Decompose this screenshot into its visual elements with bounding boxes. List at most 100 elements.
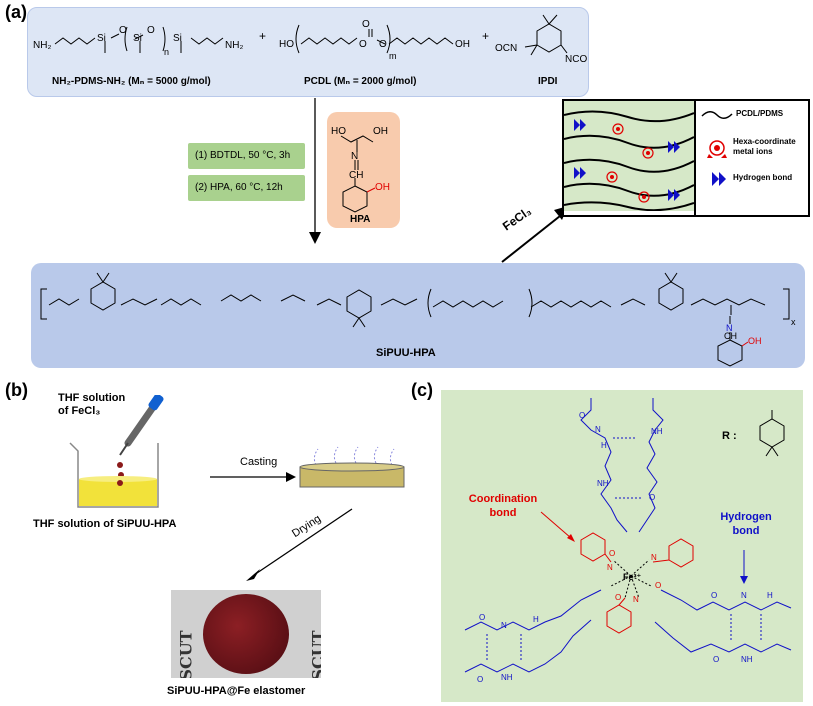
o-2: O xyxy=(147,25,155,36)
svg-text:O: O xyxy=(711,591,717,600)
nh2-right: NH₂ xyxy=(225,40,243,51)
product-oh: OH xyxy=(748,336,762,346)
r-group-structure xyxy=(759,410,785,457)
r-label: R : xyxy=(722,430,737,442)
pcdl-structure xyxy=(295,24,454,54)
legend-metal-ions: Hexa-coordinate metal ions xyxy=(733,137,796,156)
hpa-ch: CH xyxy=(349,170,363,181)
si-3: Si xyxy=(173,33,182,44)
svg-text:H: H xyxy=(601,441,607,450)
svg-text:N: N xyxy=(741,591,747,600)
pcdl-label: PCDL (Mₙ = 2000 g/mol) xyxy=(304,76,417,87)
plus-2: + xyxy=(482,29,489,43)
svg-text:O: O xyxy=(477,675,483,684)
ho-pcdl: HO xyxy=(279,39,294,50)
si-2: Si xyxy=(133,33,142,44)
svg-text:N: N xyxy=(633,595,639,604)
condition-step-1: (1) BDTDL, 50 °C, 3h xyxy=(195,150,291,161)
hydrogen-bond-label: Hydrogen bond xyxy=(720,511,772,537)
product-ch: CH xyxy=(724,331,737,341)
plus-1: + xyxy=(259,29,266,43)
product-n: N xyxy=(726,323,733,333)
panel-b-label: (b) xyxy=(5,380,28,400)
svg-text:N: N xyxy=(501,621,507,630)
network-divider xyxy=(694,99,696,217)
dropper-icon xyxy=(119,395,164,456)
coordination-bond-label: Coordination bond xyxy=(468,493,538,519)
thf-fecl3-label: THF solution of FeCl₃ xyxy=(58,392,126,417)
svg-text:N: N xyxy=(651,553,657,562)
product-label: SiPUU-HPA xyxy=(376,347,436,359)
elastomer-label: SiPUU-HPA@Fe elastomer xyxy=(167,685,306,697)
svg-text:N: N xyxy=(595,425,601,434)
fe-ion: Fe³⁺ xyxy=(623,572,642,582)
nco: NCO xyxy=(565,54,587,65)
beaker-illustration xyxy=(69,395,164,508)
nh2-left: NH₂ xyxy=(33,40,51,51)
svg-text:NH: NH xyxy=(597,479,609,488)
hpa-n: N xyxy=(351,151,358,162)
svg-text:O: O xyxy=(609,549,615,558)
svg-text:NH: NH xyxy=(501,673,513,682)
svg-text:NH: NH xyxy=(651,427,663,436)
panel-c-label: (c) xyxy=(411,380,433,400)
pdms-label: NH₂-PDMS-NH₂ (Mₙ = 5000 g/mol) xyxy=(52,76,211,87)
legend-pcdl-icon xyxy=(701,111,733,119)
product-structure: x xyxy=(40,272,796,328)
panel-a-label: (a) xyxy=(5,2,27,22)
svg-text:H: H xyxy=(533,615,539,624)
panel-c-box xyxy=(441,390,803,702)
hpa-structure: HO OH N CH OH HPA xyxy=(331,126,390,225)
reactants-structures: NH₂ Si O Si O n Si NH₂ + HO O O O m OH +… xyxy=(33,14,587,65)
hpa-oh: OH xyxy=(373,126,388,137)
ipdi-label: IPDI xyxy=(538,76,558,87)
o-ester-1: O xyxy=(359,39,367,50)
condition-step-2: (2) HPA, 60 °C, 12h xyxy=(195,182,283,193)
svg-text:O: O xyxy=(649,493,655,502)
svg-text:O: O xyxy=(579,411,585,420)
network-diagram xyxy=(564,101,694,211)
pdms-structure xyxy=(54,26,224,53)
scut-text-1: SCUT xyxy=(176,630,196,678)
legend-hbond-icon xyxy=(712,172,726,186)
hpa-ho: HO xyxy=(331,126,346,137)
conditions-box-2 xyxy=(188,175,305,201)
hpa-box xyxy=(327,112,400,228)
svg-text:O: O xyxy=(655,581,661,590)
svg-text:O: O xyxy=(615,593,621,602)
casting-arrow xyxy=(210,472,296,482)
drying-arrow xyxy=(246,508,353,581)
svg-text:H: H xyxy=(767,591,773,600)
elastomer-disk xyxy=(203,594,289,674)
ocn: OCN xyxy=(495,43,517,54)
legend-pcdl-pdms: PCDL/PDMS xyxy=(736,109,784,118)
oh-pcdl: OH xyxy=(455,39,470,50)
m-sub: m xyxy=(389,51,397,61)
reaction-arrow xyxy=(309,98,321,244)
svg-text:N: N xyxy=(607,563,613,572)
o-carbonyl: O xyxy=(362,19,370,30)
elastomer-photo: SCUT SCUT xyxy=(171,590,321,678)
product-pendant: N CH OH xyxy=(717,316,762,367)
legend-metal-icon xyxy=(707,140,727,158)
svg-text:O: O xyxy=(713,655,719,664)
scut-text-2: SCUT xyxy=(308,630,321,678)
reactants-box xyxy=(27,7,589,97)
ipdi-structure xyxy=(524,14,568,56)
petri-dish xyxy=(299,446,405,488)
n-sub: n xyxy=(164,47,169,57)
hpa-phenol-oh: OH xyxy=(375,182,390,193)
hpa-label: HPA xyxy=(350,214,370,225)
thf-sipuu-label: THF solution of SiPUU-HPA xyxy=(33,518,177,530)
o-ester-2: O xyxy=(379,39,387,50)
casting-label: Casting xyxy=(240,456,278,468)
si-1: Si xyxy=(97,33,106,44)
legend-hydrogen-bond: Hydrogen bond xyxy=(733,173,793,182)
product-box xyxy=(31,263,805,368)
conditions-box-1 xyxy=(188,143,305,169)
x-sub: x xyxy=(791,317,796,327)
svg-text:O: O xyxy=(479,613,485,622)
svg-text:NH: NH xyxy=(741,655,753,664)
o-1: O xyxy=(119,25,127,36)
